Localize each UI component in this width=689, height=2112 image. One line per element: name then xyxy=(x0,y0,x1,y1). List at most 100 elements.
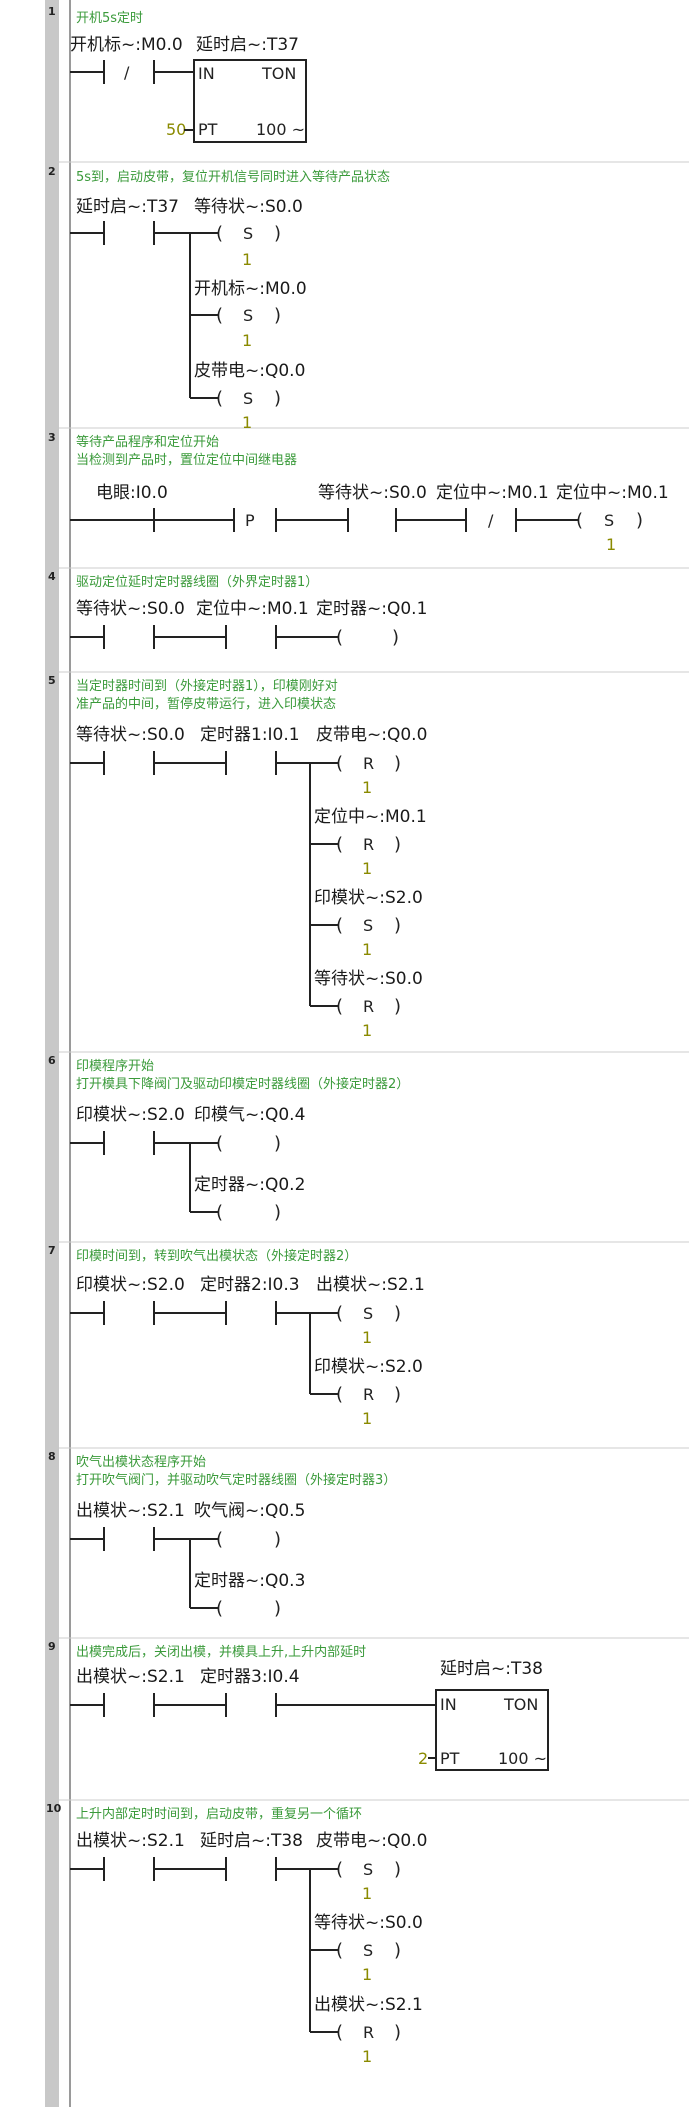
timer-type: TON xyxy=(503,1695,538,1714)
coil-count: 1 xyxy=(362,1409,372,1428)
coil-count: 1 xyxy=(362,778,372,797)
coil-op: S xyxy=(363,1860,373,1879)
contact-label: 出模状~:S2.1 xyxy=(76,1831,185,1851)
coil-op: R xyxy=(363,1385,374,1404)
coil-label: 定时器~:Q0.3 xyxy=(194,1571,305,1591)
coil-count: 1 xyxy=(606,535,616,554)
set-coil: ) xyxy=(274,305,281,326)
contact-label: 等待状~:S0.0 xyxy=(76,725,185,745)
network-number: 2 xyxy=(48,165,56,178)
coil-count: 1 xyxy=(362,1021,372,1040)
network-3: 3 等待产品程序和定位开始 当检测到产品时，置位定位中间继电器 电眼:I0.0 … xyxy=(48,431,669,554)
timer-pt: PT xyxy=(198,120,218,139)
network-2: 2 5s到，启动皮带，复位开机信号同时进入等待产品状态 延时启~:T37 等待状… xyxy=(48,165,390,432)
coil-label: 等待状~:S0.0 xyxy=(314,1913,423,1933)
reset-coil: ) xyxy=(394,996,401,1017)
network-comment: 当定时器时间到（外接定时器1），印模刚好对 xyxy=(76,678,338,694)
network-8: 8 吹气出模状态程序开始 打开吹气阀门，并驱动吹气定时器线圈（外接定时器3） 出… xyxy=(48,1450,396,1619)
network-comment: 准产品的中间，暂停皮带运行，进入印模状态 xyxy=(76,696,336,712)
contact-label: 出模状~:S2.1 xyxy=(76,1667,185,1687)
coil-label: 开机标~:M0.0 xyxy=(194,279,307,299)
coil-count: 1 xyxy=(242,331,252,350)
contact-label: 印模状~:S2.0 xyxy=(76,1105,185,1125)
coil-label: 印模气~:Q0.4 xyxy=(194,1105,305,1125)
reset-coil: ) xyxy=(394,753,401,774)
output-coil: ( xyxy=(216,1133,223,1154)
set-coil: ( xyxy=(576,510,583,531)
coil-op: R xyxy=(363,754,374,773)
network-1: 1 开机5s定时 开机标~:M0.0 延时启~:T37 / IN TON 50 … xyxy=(48,5,307,143)
contact-label: 定时器1:I0.1 xyxy=(200,725,300,745)
network-comment: 打开模具下降阀门及驱动印模定时器线圈（外接定时器2） xyxy=(76,1076,409,1092)
network-number: 5 xyxy=(48,674,56,687)
output-coil: ( xyxy=(216,1529,223,1550)
coil-op: S xyxy=(363,916,373,935)
nc-contact-slash: / xyxy=(488,511,494,530)
coil-label: 出模状~:S2.1 xyxy=(316,1275,425,1295)
contact-label: 延时启~:T37 xyxy=(76,197,179,217)
contact-label: 定位中~:M0.1 xyxy=(436,483,549,503)
set-coil: ) xyxy=(394,915,401,936)
reset-coil: ( xyxy=(336,1384,343,1405)
timer-pt: PT xyxy=(440,1749,460,1768)
coil-count: 1 xyxy=(362,1328,372,1347)
network-number: 7 xyxy=(48,1244,56,1257)
reset-coil: ) xyxy=(394,834,401,855)
contact-label: 延时启~:T38 xyxy=(200,1831,303,1851)
coil-op: S xyxy=(243,306,253,325)
timer-box xyxy=(193,59,307,143)
set-coil: ) xyxy=(274,388,281,409)
network-number: 1 xyxy=(48,5,56,18)
timer-base: 100 ~ xyxy=(256,120,305,139)
coil-count: 1 xyxy=(362,940,372,959)
set-coil: ) xyxy=(636,510,643,531)
coil-count: 1 xyxy=(242,413,252,432)
output-coil: ( xyxy=(216,1598,223,1619)
coil-count: 1 xyxy=(362,2047,372,2066)
contact-label: 等待状~:S0.0 xyxy=(318,483,427,503)
network-comment: 吹气出模状态程序开始 xyxy=(76,1454,206,1470)
network-number: 8 xyxy=(48,1450,56,1463)
coil-op: S xyxy=(363,1941,373,1960)
network-4: 4 驱动定位延时定时器线圈（外界定时器1） 等待状~:S0.0 定位中~:M0.… xyxy=(48,570,427,649)
reset-coil: ) xyxy=(394,2022,401,2043)
reset-coil: ( xyxy=(336,834,343,855)
coil-op: S xyxy=(243,224,253,243)
set-coil: ( xyxy=(216,305,223,326)
output-coil: ( xyxy=(336,627,343,648)
coil-label: 印模状~:S2.0 xyxy=(314,888,423,908)
timer-preset: 50 xyxy=(166,120,186,139)
network-comment: 出模完成后，关闭出模，并模具上升,上升内部延时 xyxy=(76,1644,366,1660)
network-number: 3 xyxy=(48,431,56,444)
coil-op: S xyxy=(604,511,614,530)
network-comment: 印模程序开始 xyxy=(76,1059,154,1074)
output-coil: ) xyxy=(274,1598,281,1619)
reset-coil: ( xyxy=(336,753,343,774)
timer-preset: 2 xyxy=(418,1749,428,1768)
coil-label: 定位中~:M0.1 xyxy=(314,807,427,827)
output-coil: ) xyxy=(274,1202,281,1223)
contact-label: 电眼:I0.0 xyxy=(96,483,168,503)
output-coil: ) xyxy=(274,1529,281,1550)
timer-label: 延时启~:T38 xyxy=(440,1659,543,1679)
network-gutter xyxy=(45,0,59,2107)
network-comment: 驱动定位延时定时器线圈（外界定时器1） xyxy=(76,575,318,590)
coil-label: 皮带电~:Q0.0 xyxy=(316,725,427,745)
coil-op: S xyxy=(243,389,253,408)
coil-label: 等待状~:S0.0 xyxy=(314,969,423,989)
network-comment: 上升内部定时时间到，启动皮带，重复另一个循环 xyxy=(76,1806,362,1822)
network-comment: 打开吹气阀门，并驱动吹气定时器线圈（外接定时器3） xyxy=(76,1472,396,1488)
contact-label: 印模状~:S2.0 xyxy=(76,1275,185,1295)
set-coil: ) xyxy=(274,223,281,244)
network-number: 6 xyxy=(48,1054,56,1067)
p-contact: P xyxy=(245,511,255,530)
contact-label: 定时器2:I0.3 xyxy=(200,1275,300,1295)
contact-label: 出模状~:S2.1 xyxy=(76,1501,185,1521)
network-number: 4 xyxy=(48,570,56,583)
coil-label: 出模状~:S2.1 xyxy=(314,1995,423,2015)
output-coil: ( xyxy=(216,1202,223,1223)
network-number: 10 xyxy=(46,1802,62,1815)
timer-in: IN xyxy=(440,1695,457,1714)
set-coil: ) xyxy=(394,1303,401,1324)
